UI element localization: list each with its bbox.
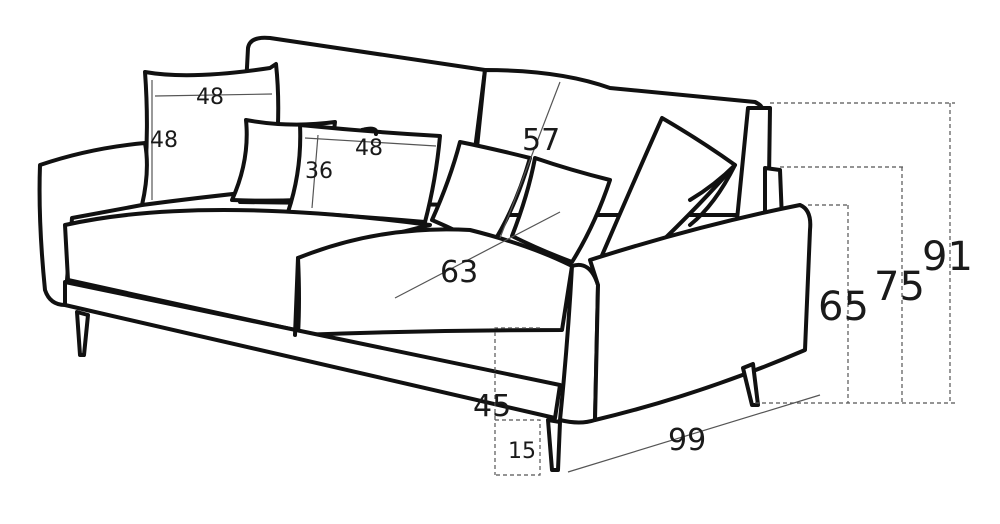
label-seat-height: 45 bbox=[473, 389, 511, 424]
leg-back-right bbox=[741, 362, 760, 407]
small-pillow-center bbox=[286, 123, 442, 224]
dim-line-seat-depth bbox=[499, 81, 561, 239]
sofa-base bbox=[63, 280, 562, 420]
label-seat-depth: 57 bbox=[522, 123, 560, 158]
leg-front-right bbox=[546, 418, 562, 472]
label-seat-width: 63 bbox=[440, 255, 478, 290]
right-armrest-front bbox=[558, 262, 600, 425]
label-small-pillow-height: 36 bbox=[305, 159, 333, 184]
dim-line-total-depth bbox=[567, 394, 821, 473]
dim-line-seat-width bbox=[394, 211, 561, 299]
label-back-pillow-height: 48 bbox=[150, 128, 178, 153]
cushion-right-flap bbox=[688, 163, 737, 227]
label-total-depth: 99 bbox=[668, 423, 706, 458]
label-leg-height: 15 bbox=[508, 439, 536, 464]
leg-front-left bbox=[75, 310, 90, 357]
dim-line-leg-height bbox=[495, 419, 541, 476]
label-armrest-height: 65 bbox=[818, 284, 869, 330]
label-small-pillow-width: 48 bbox=[355, 136, 383, 161]
dim-line-small-pillow-height bbox=[311, 134, 319, 209]
seat-separator bbox=[293, 256, 300, 337]
dim-line-seat-height bbox=[494, 327, 540, 475]
label-back-cushion-height: 75 bbox=[874, 264, 925, 310]
label-back-pillow-width: 48 bbox=[196, 85, 224, 110]
small-pillow-tip bbox=[360, 126, 379, 136]
dim-line-pillow-width bbox=[154, 93, 273, 97]
label-total-height: 91 bbox=[922, 234, 973, 280]
cushion-mid-b bbox=[510, 156, 612, 264]
dim-line-small-pillow-width bbox=[304, 137, 437, 147]
